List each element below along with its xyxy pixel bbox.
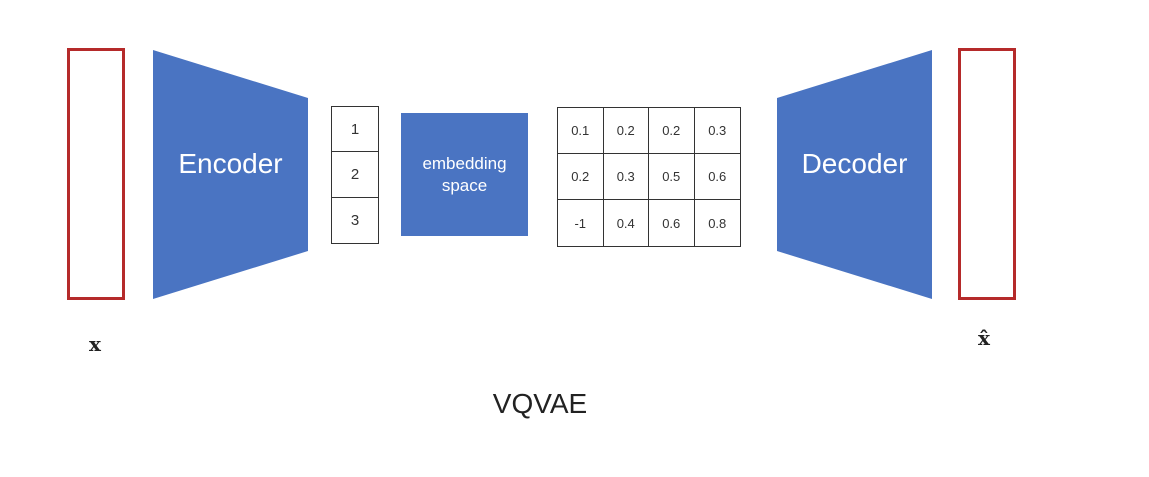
output-label: x̂ bbox=[978, 326, 990, 350]
decoder-block bbox=[777, 50, 932, 299]
input-vector-bar bbox=[67, 48, 125, 300]
encoder-trapezoid bbox=[153, 50, 308, 299]
codebook-cell: 0.3 bbox=[603, 154, 649, 200]
index-cell: 3 bbox=[350, 211, 360, 229]
index-column: 1 2 3 bbox=[331, 106, 379, 244]
output-vector-bar bbox=[958, 48, 1016, 300]
embedding-label-line1: embedding bbox=[422, 153, 507, 173]
encoder-label: Encoder bbox=[178, 148, 283, 179]
index-cell: 1 bbox=[332, 107, 378, 153]
decoder-trapezoid bbox=[777, 50, 932, 299]
codebook-cell: 0.2 bbox=[603, 108, 649, 154]
embedding-space-block: embedding space bbox=[401, 113, 528, 236]
codebook-cell: 0.6 bbox=[649, 200, 695, 246]
codebook-cell: 0.1 bbox=[558, 108, 604, 154]
codebook-cell: -1 bbox=[558, 200, 604, 246]
diagram-caption: VQVAE bbox=[492, 388, 588, 419]
codebook-cell: 0.2 bbox=[649, 108, 695, 154]
codebook-cell: 0.5 bbox=[649, 154, 695, 200]
index-cell: 2 bbox=[332, 152, 378, 198]
codebook-grid: 0.1 0.2 0.2 0.3 0.2 0.3 0.5 0.6 -1 0.4 0… bbox=[557, 107, 741, 247]
codebook-cell: 0.4 bbox=[604, 200, 649, 246]
codebook-cell: 0.8 bbox=[708, 215, 727, 231]
input-label: x bbox=[89, 332, 101, 356]
codebook-cell: 0.3 bbox=[694, 108, 740, 154]
encoder-block bbox=[153, 50, 308, 299]
codebook-cell: 0.6 bbox=[694, 154, 740, 200]
embedding-label-line2: space bbox=[441, 175, 488, 195]
decoder-label: Decoder bbox=[801, 148, 908, 179]
codebook-cell: 0.2 bbox=[558, 154, 604, 200]
